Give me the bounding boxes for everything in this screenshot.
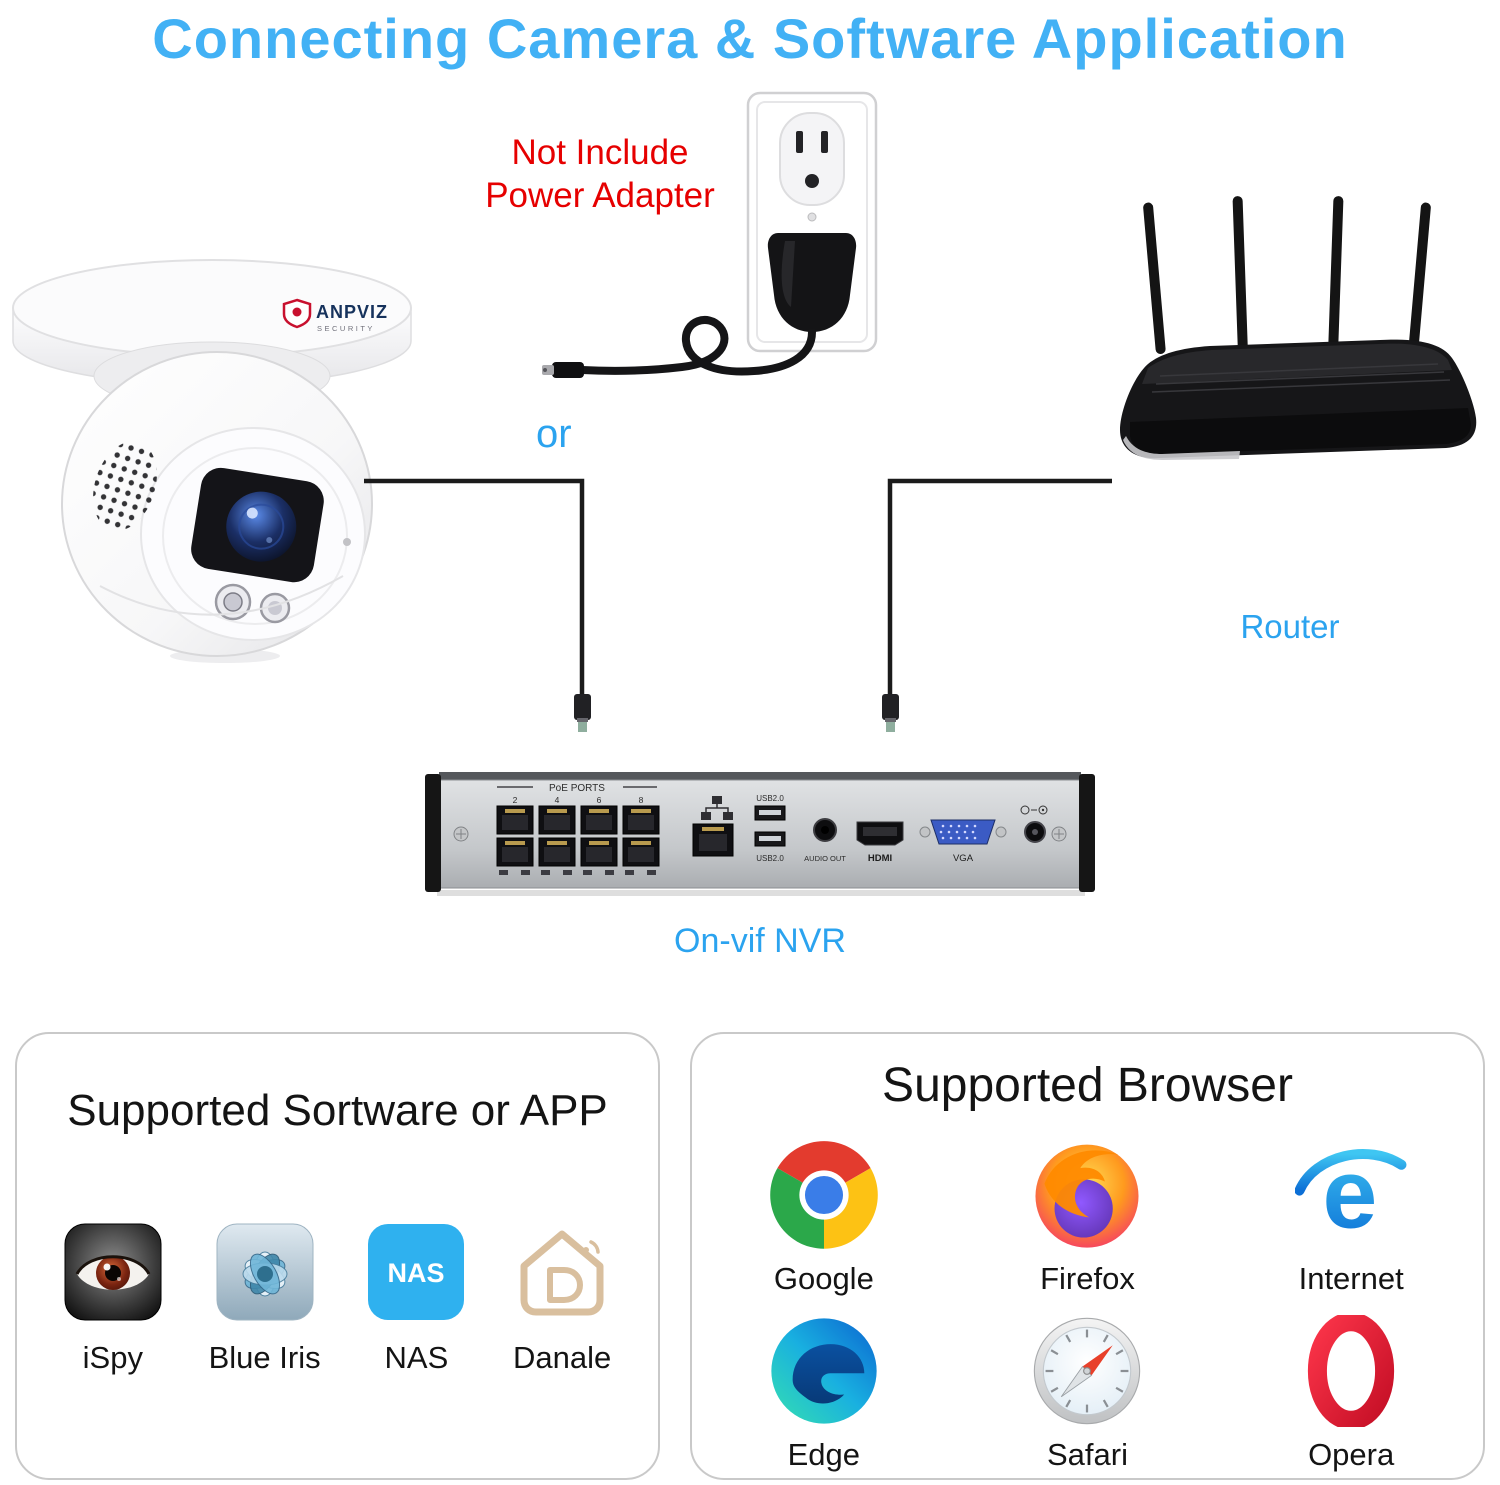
chassis-screws bbox=[453, 826, 1067, 842]
software-item-danale: Danale bbox=[512, 1222, 612, 1376]
audio-out-label: AUDIO OUT bbox=[804, 854, 846, 863]
browser-panel-title: Supported Browser bbox=[882, 1059, 1293, 1112]
camera-lens bbox=[226, 491, 297, 562]
software-item-label: iSpy bbox=[82, 1340, 143, 1375]
cable-lines bbox=[364, 478, 1112, 732]
poe-port-number: 6 bbox=[597, 795, 602, 805]
rj45-port bbox=[496, 805, 660, 867]
software-item-label: NAS bbox=[384, 1340, 449, 1375]
browser-item-edge: Edge bbox=[692, 1315, 956, 1473]
poe-port-number: 2 bbox=[513, 795, 518, 805]
browser-item-google: Google bbox=[692, 1139, 956, 1297]
browser-item-label: Edge bbox=[787, 1437, 861, 1472]
software-items-row: iSpy bbox=[17, 1222, 658, 1376]
hdmi-port: HDMI bbox=[856, 821, 904, 864]
browser-item-firefox: Firefox bbox=[956, 1139, 1220, 1297]
opera-icon bbox=[1308, 1315, 1395, 1427]
software-panel: Supported Sortware or APP bbox=[15, 1032, 660, 1480]
software-item-blueiris: Blue Iris bbox=[209, 1222, 321, 1376]
camera-lens-window bbox=[191, 467, 324, 583]
camera-illustration: ANPVIZ SECURITY bbox=[12, 259, 412, 663]
camera-spotlight-leds bbox=[214, 583, 291, 624]
not-include-note: Not Include Power Adapter bbox=[430, 132, 770, 217]
usb-top-label: USB2.0 bbox=[756, 794, 784, 803]
usb-bottom-label: USB2.0 bbox=[756, 854, 784, 863]
dc-barrel-connector bbox=[552, 362, 584, 378]
audio-out-port: AUDIO OUT bbox=[804, 818, 846, 863]
danale-home-icon bbox=[520, 1230, 604, 1316]
vga-port: VGA bbox=[919, 819, 1007, 864]
adapter-cord bbox=[578, 316, 816, 376]
chrome-icon bbox=[770, 1141, 878, 1249]
router-cable bbox=[887, 478, 1112, 696]
page-title: Connecting Camera & Software Application bbox=[152, 7, 1348, 70]
not-include-line2: Power Adapter bbox=[485, 175, 715, 215]
camera-logo: ANPVIZ SECURITY bbox=[282, 298, 388, 333]
lan-port bbox=[692, 796, 734, 857]
safari-icon bbox=[1034, 1317, 1141, 1425]
browser-item-label: Internet bbox=[1298, 1261, 1404, 1296]
router-label: Router bbox=[1240, 608, 1340, 645]
browser-item-label: Firefox bbox=[1040, 1261, 1135, 1296]
usb-ports: USB2.0 USB2.0 bbox=[754, 794, 786, 863]
software-item-label: Blue Iris bbox=[208, 1340, 321, 1375]
camera-status-led bbox=[343, 538, 351, 546]
browser-item-opera: Opera bbox=[1219, 1315, 1483, 1473]
browser-item-label: Opera bbox=[1308, 1437, 1395, 1472]
poe-ports-label: PoE PORTS bbox=[549, 783, 605, 794]
edge-icon bbox=[771, 1318, 877, 1424]
browser-item-safari: Safari bbox=[956, 1315, 1220, 1473]
browser-item-label: Google bbox=[773, 1261, 874, 1296]
camera-brand: ANPVIZ bbox=[316, 302, 388, 322]
outlet-socket bbox=[779, 112, 845, 206]
router-antennas bbox=[1143, 196, 1431, 355]
or-label: or bbox=[536, 412, 572, 456]
poe-port-number: 4 bbox=[555, 795, 560, 805]
browser-panel: Supported Browser Google bbox=[690, 1032, 1485, 1480]
browser-items-grid: Google Firefox bbox=[692, 1139, 1483, 1473]
poe-ports: PoE PORTS 2 4 6 8 bbox=[496, 783, 660, 875]
software-item-nas: NAS NAS bbox=[366, 1222, 466, 1376]
software-item-ispy: iSpy bbox=[63, 1222, 163, 1376]
internet-explorer-icon: e bbox=[1295, 1139, 1407, 1248]
blue-iris-flower-icon bbox=[216, 1223, 314, 1321]
dc-power-inlet bbox=[1020, 805, 1048, 843]
nas-icon-text: NAS bbox=[388, 1258, 445, 1288]
camera-cable bbox=[364, 478, 585, 696]
router-illustration bbox=[1120, 196, 1477, 460]
software-item-label: Danale bbox=[513, 1340, 612, 1375]
vga-label: VGA bbox=[953, 853, 974, 864]
poe-port-number: 8 bbox=[639, 795, 644, 805]
ispy-eye-icon bbox=[64, 1223, 162, 1321]
camera-cable-plug-icon bbox=[574, 694, 591, 732]
nvr-illustration: PoE PORTS 2 4 6 8 bbox=[425, 772, 1095, 896]
nas-icon: NAS bbox=[368, 1224, 465, 1320]
software-panel-title: Supported Sortware or APP bbox=[67, 1086, 608, 1135]
not-include-line1: Not Include bbox=[511, 133, 689, 172]
browser-item-internet: e Internet bbox=[1219, 1139, 1483, 1297]
nvr-label: On-vif NVR bbox=[674, 922, 846, 960]
router-cable-plug-icon bbox=[882, 694, 899, 732]
browser-item-label: Safari bbox=[1047, 1437, 1128, 1472]
camera-speaker-grille bbox=[93, 441, 157, 531]
power-adapter-illustration bbox=[542, 91, 878, 378]
hdmi-label: HDMI bbox=[868, 853, 892, 864]
firefox-icon bbox=[1035, 1144, 1140, 1248]
camera-brand-sub: SECURITY bbox=[317, 324, 375, 333]
